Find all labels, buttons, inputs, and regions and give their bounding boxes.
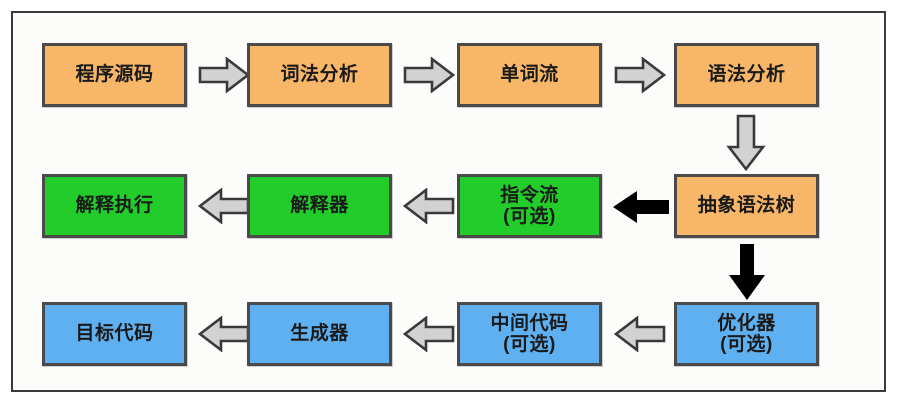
arrow-instruction-to-interpreter: [403, 188, 455, 224]
node-label: 解释执行: [75, 195, 154, 217]
node-label: 单词流: [500, 64, 559, 86]
node-syntax-analysis[interactable]: 语法分析: [674, 43, 819, 107]
node-interpreter[interactable]: 解释器: [247, 174, 392, 238]
arrow-interpreter-to-execute: [198, 188, 250, 224]
node-label: 程序源码: [75, 64, 154, 86]
arrow-source-to-lexical: [198, 57, 250, 93]
node-label: 生成器: [290, 323, 349, 345]
node-intermediate-code[interactable]: 中间代码 (可选): [457, 302, 602, 366]
node-label: 词法分析: [280, 64, 359, 86]
node-label: 抽象语法树: [697, 195, 796, 217]
node-lexical-analysis[interactable]: 词法分析: [247, 43, 392, 107]
node-optimizer[interactable]: 优化器 (可选): [674, 302, 819, 366]
node-instruction-stream[interactable]: 指令流 (可选): [457, 174, 602, 238]
node-label: 语法分析: [707, 64, 786, 86]
node-interpret-execute[interactable]: 解释执行: [42, 174, 187, 238]
node-token-stream[interactable]: 单词流: [457, 43, 602, 107]
node-label: 优化器 (可选): [717, 312, 776, 355]
arrow-token-to-syntax: [614, 57, 666, 93]
node-label: 目标代码: [75, 323, 154, 345]
node-label: 解释器: [290, 195, 349, 217]
arrow-generator-to-target: [198, 316, 250, 352]
node-generator[interactable]: 生成器: [247, 302, 392, 366]
arrow-ast-to-instruction: [611, 190, 671, 224]
diagram-frame: 程序源码 词法分析 单词流 语法分析: [11, 11, 886, 392]
node-label: 中间代码 (可选): [490, 312, 569, 355]
arrow-lexical-to-token: [403, 57, 455, 93]
arrow-ast-to-optimizer: [727, 244, 767, 301]
node-target-code[interactable]: 目标代码: [42, 302, 187, 366]
arrow-intermediate-to-generator: [403, 316, 455, 352]
node-label: 指令流 (可选): [500, 184, 559, 227]
arrow-syntax-to-ast: [726, 114, 766, 172]
arrow-optimizer-to-intermediate: [614, 316, 666, 352]
node-abstract-syntax-tree[interactable]: 抽象语法树: [674, 174, 819, 238]
node-source-code[interactable]: 程序源码: [42, 43, 187, 107]
